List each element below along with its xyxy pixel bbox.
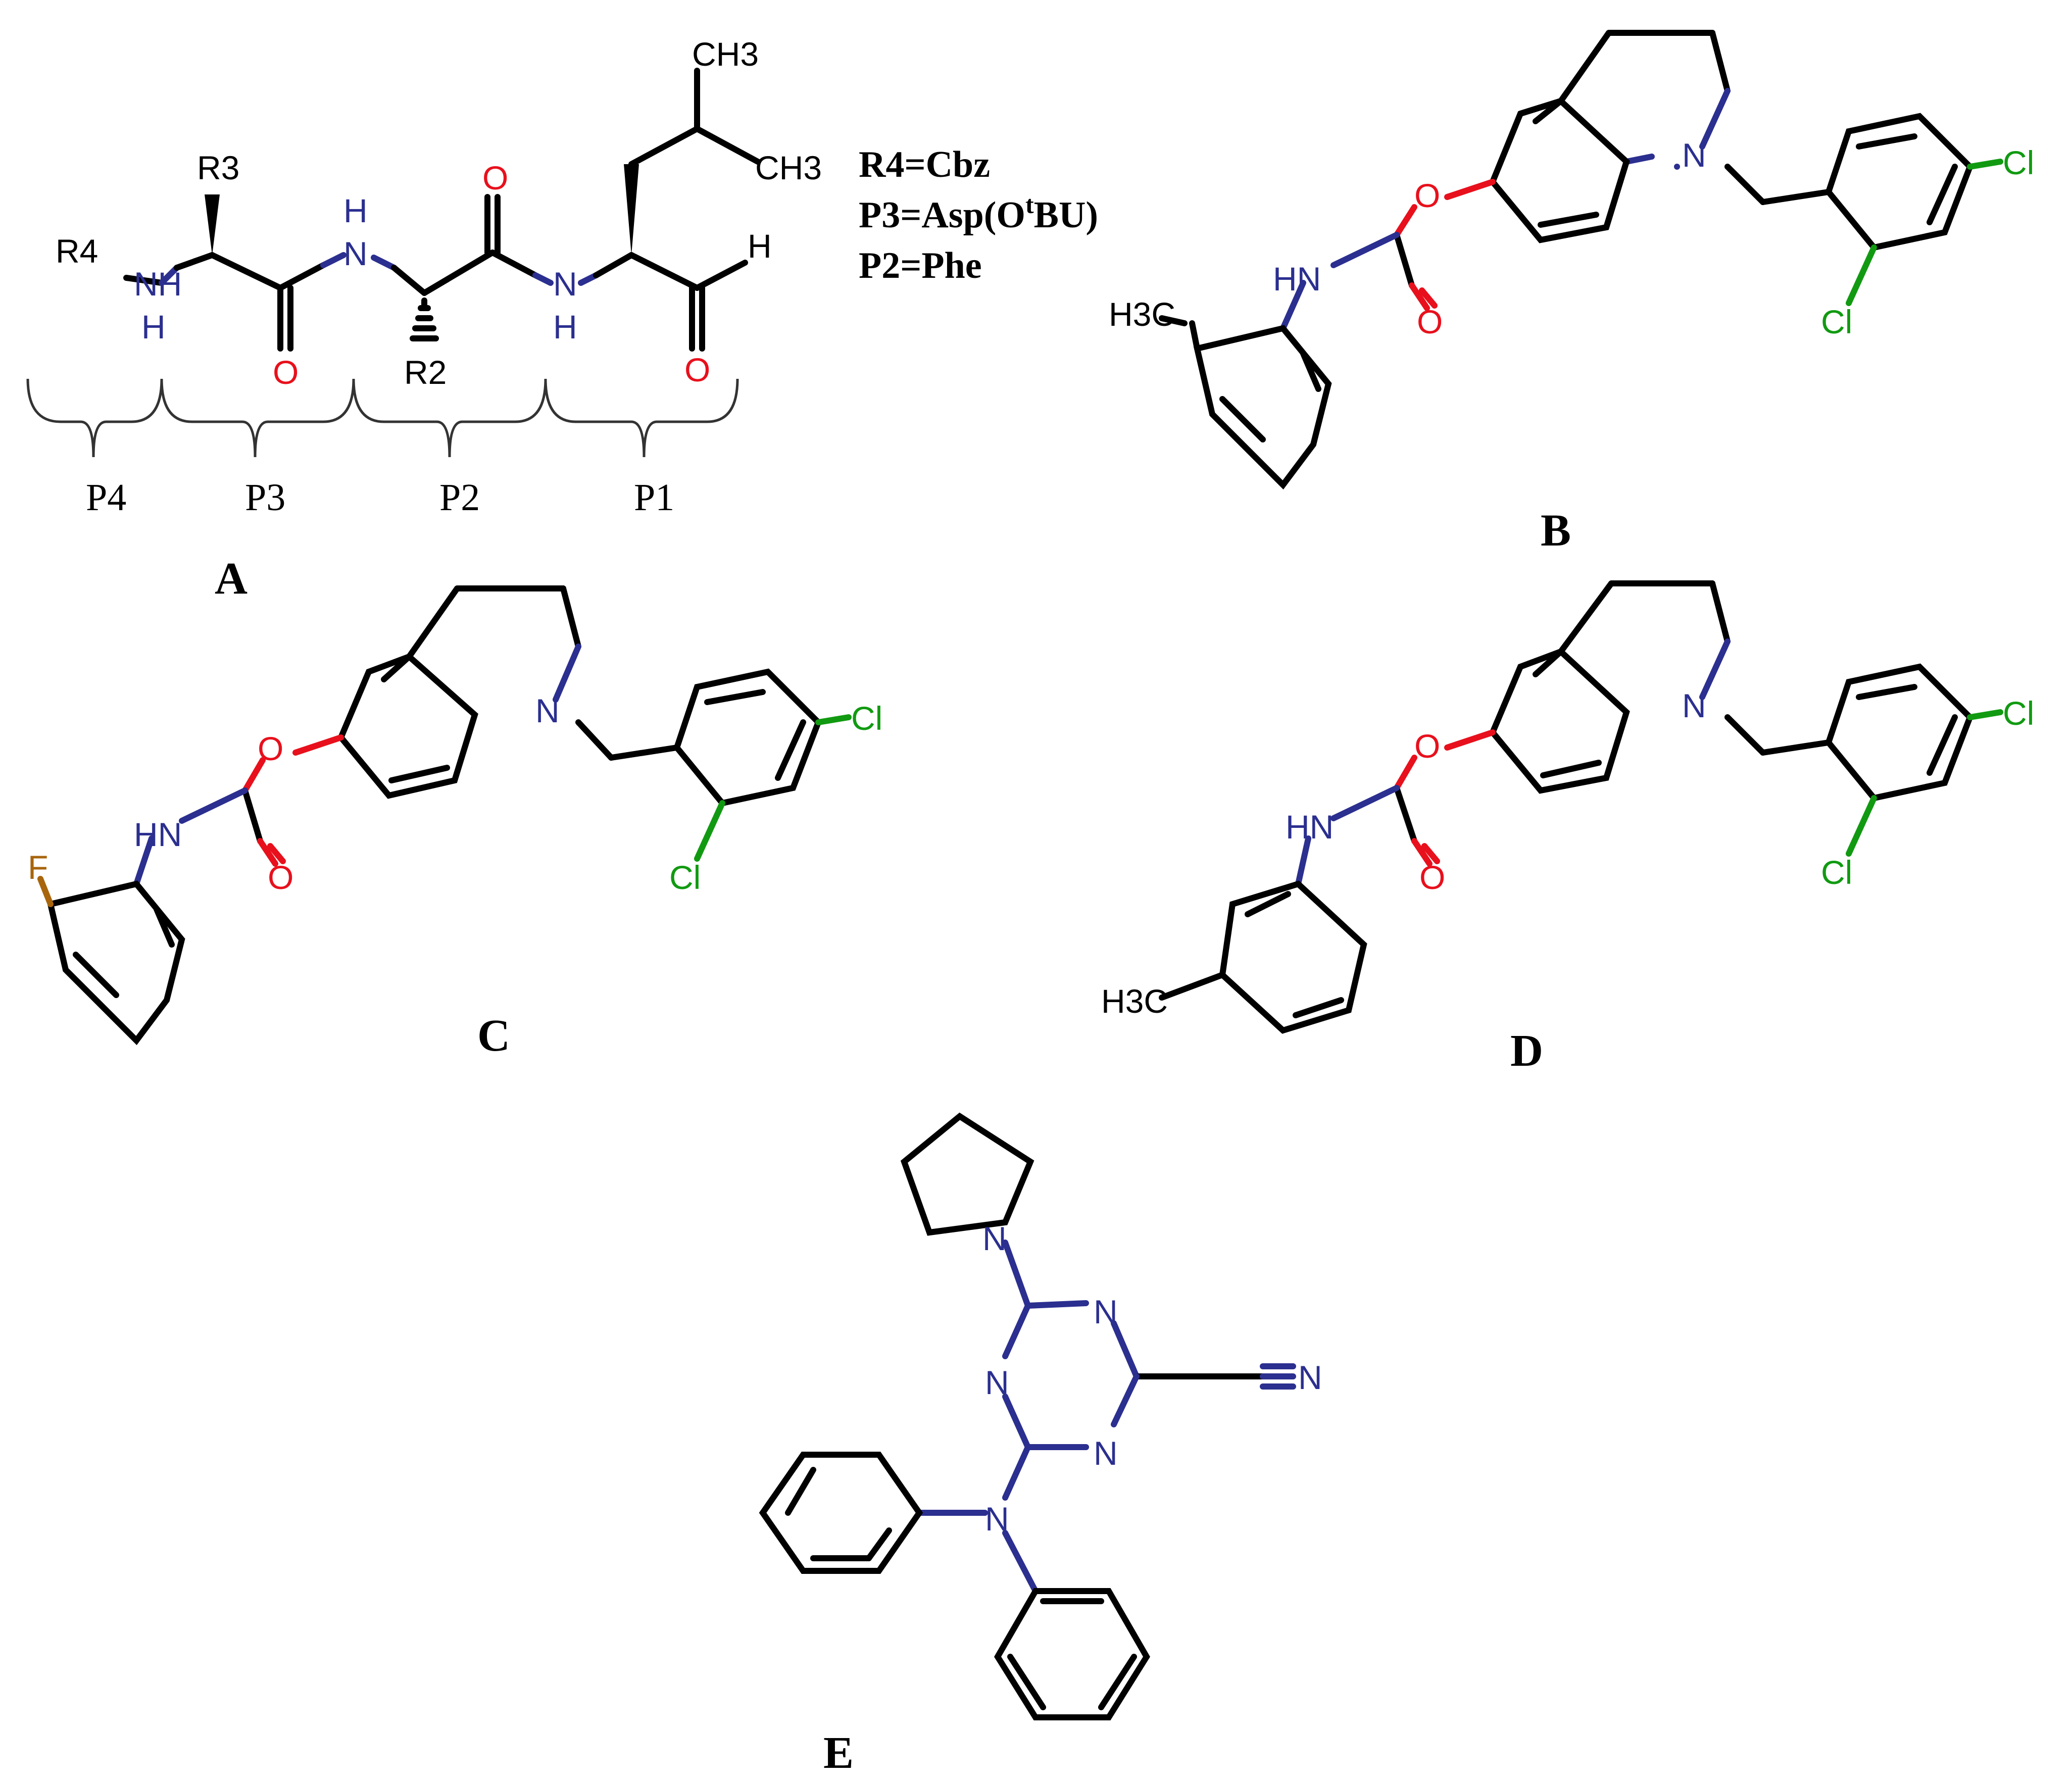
d-o2-label: O <box>1419 859 1445 896</box>
definition-r4: R4=Cbz <box>859 144 990 185</box>
panel-c-structure: N O O HN Cl Cl F C <box>28 585 882 1061</box>
b-ch3-label: H3C <box>1109 295 1175 333</box>
c-cl-label-1: Cl <box>851 700 882 737</box>
c-nh-label: HN <box>134 816 182 853</box>
definition-p2: P2=Phe <box>859 245 982 286</box>
position-label-p4: P4 <box>86 476 126 519</box>
d-n-label: N <box>1682 687 1706 724</box>
bracket-p2 <box>352 378 547 458</box>
e-triazine-n-label-1: N <box>1094 1293 1118 1330</box>
c-n-label: N <box>535 692 560 729</box>
o-label-2: O <box>482 159 508 196</box>
aldehyde-h-label: H <box>748 227 772 265</box>
b-cl-label-1: Cl <box>2003 144 2034 181</box>
panel-a-peptide-aldehyde: R3 R4 NH H H N O R2 O N H CH3 CH3 O H R4… <box>26 35 1098 604</box>
panel-letter-c: C <box>477 1011 510 1061</box>
h-label-1: H <box>141 308 166 345</box>
bracket-p3 <box>160 378 355 458</box>
panel-letter-a: A <box>215 554 248 604</box>
b-n-label: N <box>1682 136 1706 174</box>
c-o2-label: O <box>268 859 293 896</box>
panel-letter-b: B <box>1541 506 1571 556</box>
n-label-3: N <box>553 265 577 303</box>
position-label-p1: P1 <box>634 476 674 519</box>
c-o-label: O <box>258 730 283 767</box>
e-triazine-n-label-3: N <box>1094 1434 1118 1472</box>
h-label-3: H <box>553 308 577 345</box>
panel-letter-e: E <box>823 1728 854 1778</box>
n-label-2: N <box>343 235 368 272</box>
e-triazine-n-label-2: N <box>985 1364 1009 1401</box>
e-nitrile-n-label: N <box>1298 1359 1322 1396</box>
bracket-p4 <box>26 378 163 458</box>
position-label-p3: P3 <box>245 476 285 519</box>
e-pyrrolidine-n-label: N <box>982 1220 1007 1257</box>
d-nh-label: HN <box>1286 808 1334 846</box>
o-label-3: O <box>684 351 710 388</box>
b-o-label: O <box>1414 177 1440 214</box>
h-label-2: H <box>343 192 368 229</box>
bracket-p1 <box>544 378 739 458</box>
panel-letter-d: D <box>1510 1026 1543 1076</box>
position-label-p2: P2 <box>439 476 480 519</box>
n-h-label-1: NH <box>134 265 182 303</box>
r3-label: R3 <box>197 149 239 186</box>
b-cl-label-2: Cl <box>1821 303 1852 340</box>
ch3-label-b: CH3 <box>755 149 822 186</box>
panel-e-structure: N N N N N N E <box>759 1112 1322 1778</box>
b-nh-label: HN <box>1273 260 1321 298</box>
b-o2-label: O <box>1417 303 1443 340</box>
c-f-label: F <box>28 849 48 886</box>
d-ch3-label: H3C <box>1101 982 1168 1020</box>
r2-label: R2 <box>404 354 447 391</box>
hashed-wedge-r2 <box>410 305 439 341</box>
d-cl-label-2: Cl <box>1821 854 1852 891</box>
c-cl-label-2: Cl <box>669 859 701 896</box>
ch3-label-a: CH3 <box>692 35 759 73</box>
e-diphenylamine-n-label: N <box>985 1500 1009 1538</box>
definition-p3: P3=Asp(OtBU) <box>859 190 1098 236</box>
r4-label: R4 <box>56 232 98 270</box>
panel-b-structure: N O O HN Cl Cl H3C B <box>1109 30 2034 556</box>
panel-d-structure: N O O HN Cl Cl H3C D <box>1101 580 2034 1076</box>
d-o-label: O <box>1414 727 1440 765</box>
o-label-1: O <box>273 354 299 391</box>
d-cl-label-1: Cl <box>2003 695 2034 732</box>
